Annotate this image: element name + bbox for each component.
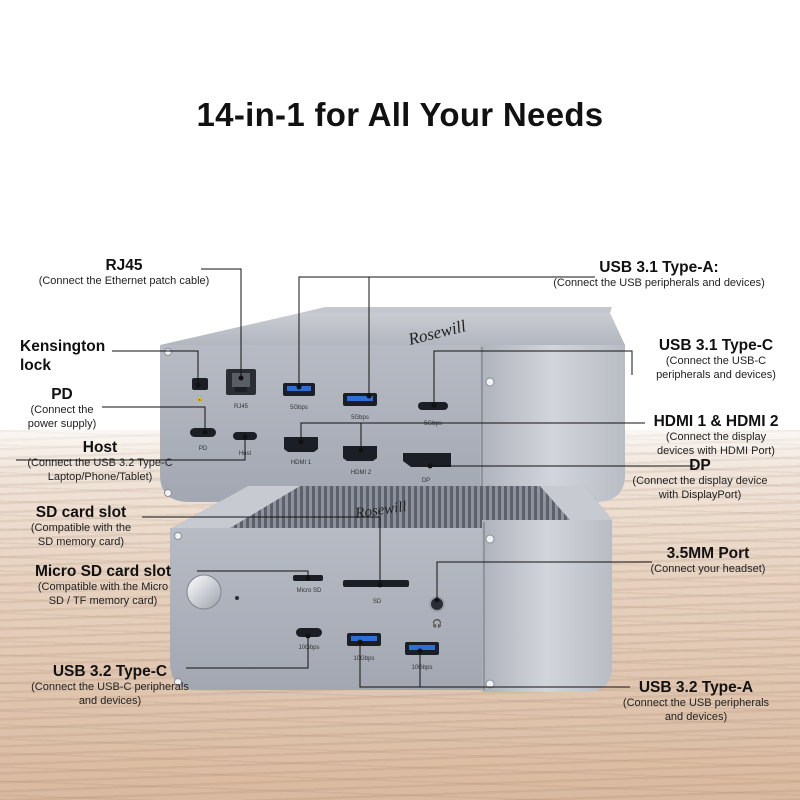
- rj45-port-label: RJ45: [234, 404, 249, 410]
- status-led: [235, 596, 239, 600]
- top-dock: Rosewill 🔒 RJ45 5Gbps 5Gbps 5Gbps PD Hos…: [160, 307, 625, 502]
- label-kensington: Kensington lock: [20, 338, 106, 375]
- leader-sd: [142, 516, 381, 585]
- sd-slot: [343, 580, 409, 587]
- page-title: 14-in-1 for All Your Needs: [196, 96, 604, 133]
- dp-port-label: DP: [422, 478, 430, 484]
- leader-hdmi1: [300, 422, 645, 442]
- leader-pd: [102, 406, 206, 432]
- leader-usb31a-1: [298, 276, 595, 387]
- leader-rj45: [201, 268, 242, 378]
- label-sd: SD card slot (Compatible with the SD mem…: [30, 504, 132, 549]
- usb31a-port-1-label: 5Gbps: [290, 405, 308, 411]
- leader-lines: [16, 268, 695, 688]
- sd-slot-label: SD: [373, 599, 382, 605]
- leader-audio: [436, 561, 652, 600]
- microsd-slot-label: Micro SD: [297, 588, 322, 594]
- usb32c-port-label: 10Gbps: [298, 645, 319, 651]
- leader-usb31c: [433, 350, 633, 405]
- usb32a-port-1-label: 10Gbps: [353, 656, 374, 662]
- label-usb32a: USB 3.2 Type-A (Connect the USB peripher…: [622, 679, 770, 724]
- usb32a-port-2-label: 10Gbps: [411, 665, 432, 671]
- label-pd: PD (Connect the power supply): [27, 386, 97, 431]
- label-dp: DP (Connect the display device with Disp…: [632, 457, 768, 502]
- power-button[interactable]: [186, 574, 222, 610]
- usb32c-port: [296, 628, 322, 637]
- leader-kensington: [112, 350, 199, 385]
- label-hdmi: HDMI 1 & HDMI 2 (Connect the display dev…: [653, 413, 779, 458]
- dp-port: [403, 453, 451, 467]
- hdmi1-port-label: HDMI 1: [291, 460, 312, 466]
- leader-usb32a-1: [359, 642, 630, 688]
- headset-icon: 🎧: [432, 618, 442, 628]
- usb31a-port-2-label: 5Gbps: [351, 415, 369, 421]
- hdmi2-port-label: HDMI 2: [351, 470, 372, 476]
- label-microsd: Micro SD card slot (Compatible with the …: [34, 563, 172, 608]
- leader-usb32c: [186, 636, 309, 669]
- leader-host: [16, 437, 246, 461]
- label-rj45: RJ45 (Connect the Ethernet patch cable): [38, 257, 210, 288]
- usb31c-port-label: 5Gbps: [424, 421, 442, 427]
- bottom-dock-side-panel: [482, 520, 612, 692]
- label-usb31a: USB 3.1 Type-A: (Connect the USB periphe…: [553, 259, 765, 290]
- top-dock-top-surface: [160, 313, 625, 345]
- pd-port-label: PD: [199, 446, 208, 452]
- label-host: Host (Connect the USB 3.2 Type-C Laptop/…: [27, 439, 173, 484]
- label-usb32c: USB 3.2 Type-C (Connect the USB-C periph…: [31, 663, 189, 708]
- brand-logo-bottom: Rosewill: [353, 499, 407, 522]
- lock-icon: 🔒: [196, 394, 203, 402]
- label-usb31c: USB 3.1 Type-C (Connect the USB-C periph…: [656, 337, 776, 382]
- bottom-dock: Rosewill Micro SD SD 🎧 10Gbps 10Gbps 10G…: [170, 486, 612, 692]
- label-audio: 3.5MM Port (Connect your headset): [650, 545, 766, 576]
- hdmi2-port: [343, 446, 377, 461]
